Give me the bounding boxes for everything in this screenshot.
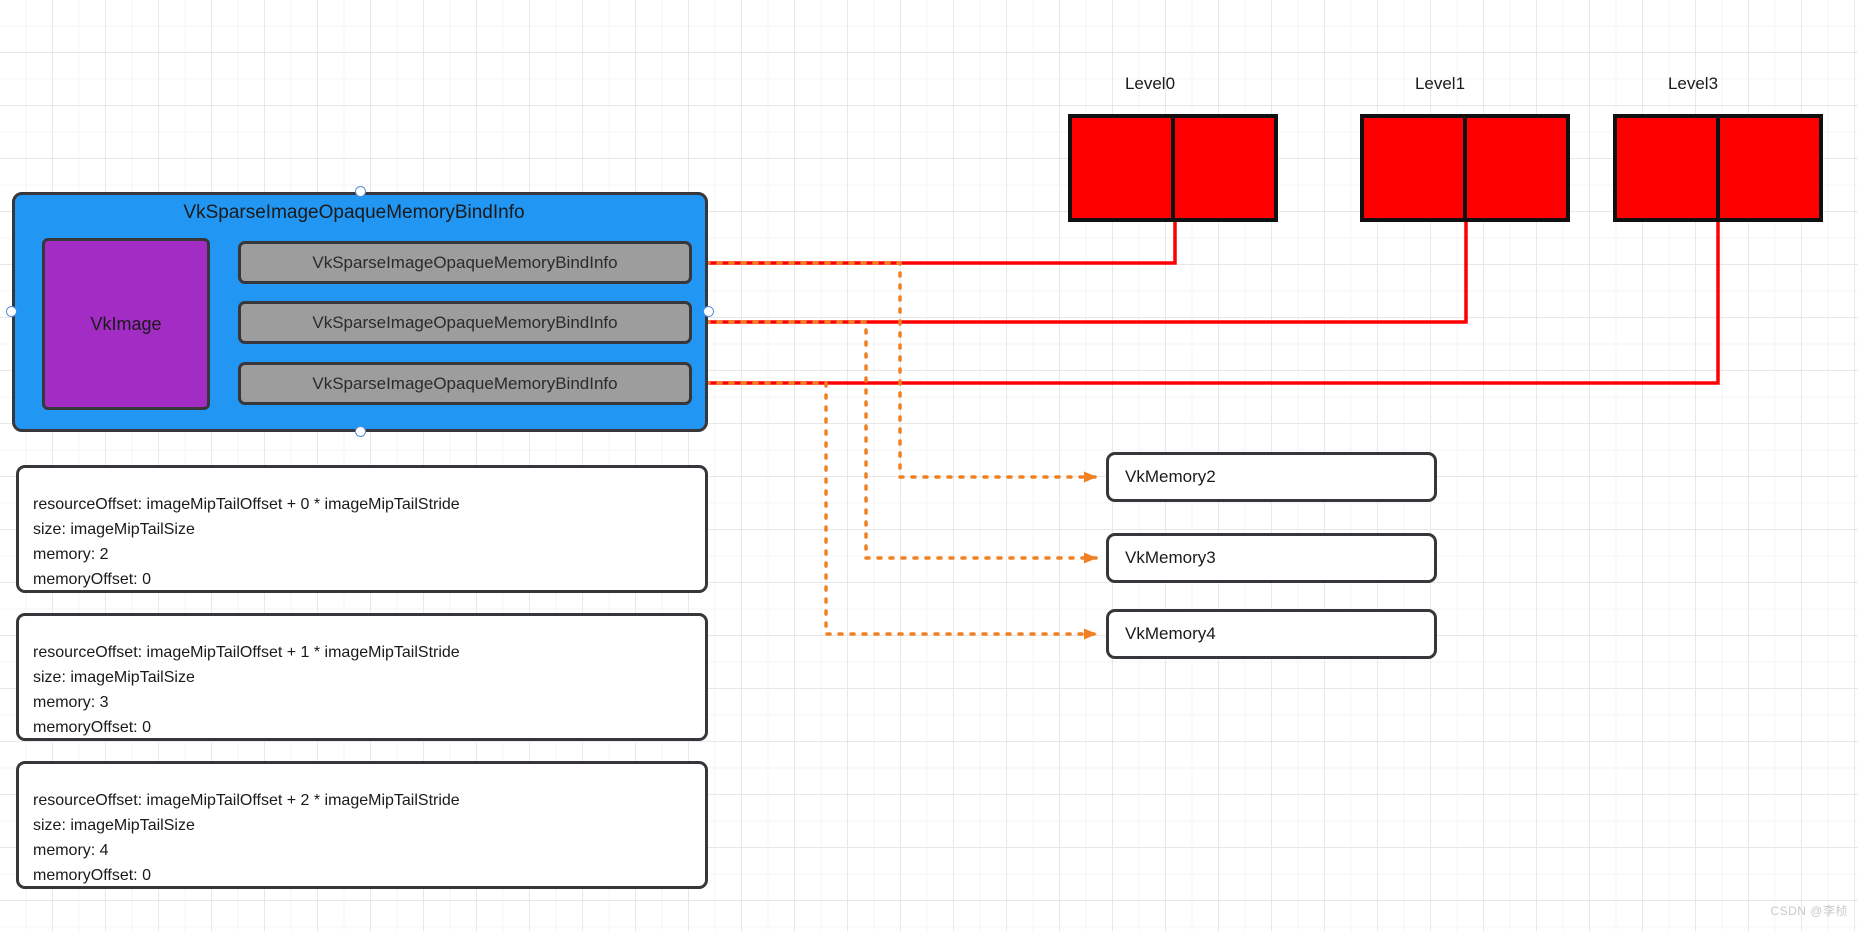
anchor-dot-bottom[interactable] (355, 426, 366, 437)
mip-half-left (1617, 118, 1717, 218)
mip-level-box-0[interactable] (1068, 114, 1278, 222)
bind-info-label: VkSparseImageOpaqueMemoryBindInfo (312, 252, 618, 272)
container-title: VkSparseImageOpaqueMemoryBindInfo (183, 202, 525, 223)
mip-level-box-3[interactable] (1613, 114, 1823, 222)
bind-info-label: VkSparseImageOpaqueMemoryBindInfo (312, 373, 618, 393)
detail-memory-offset: memoryOffset: 0 (33, 719, 151, 736)
bind-info-item-1[interactable]: VkSparseImageOpaqueMemoryBindInfo (238, 301, 692, 344)
bind-detail-card-0[interactable]: resourceOffset: imageMipTailOffset + 0 *… (16, 465, 708, 593)
detail-memory: memory: 3 (33, 694, 109, 711)
detail-memory-offset: memoryOffset: 0 (33, 571, 151, 588)
memory-node-4[interactable]: VkMemory4 (1106, 609, 1437, 659)
orange-connector-memory2 (692, 261, 1098, 483)
level-label-0: Level0 (1124, 74, 1176, 93)
mip-divider (1171, 118, 1175, 218)
orange-connectors (692, 261, 1098, 640)
anchor-dot-top[interactable] (355, 186, 366, 197)
vkimage-node[interactable]: VkImage (42, 238, 210, 410)
mip-half-right (1466, 118, 1566, 218)
mip-level-box-1[interactable] (1360, 114, 1570, 222)
bind-info-label: VkSparseImageOpaqueMemoryBindInfo (312, 312, 618, 332)
memory-node-label: VkMemory3 (1125, 548, 1216, 567)
detail-resource-offset: resourceOffset: imageMipTailOffset + 2 *… (33, 792, 460, 809)
orange-connector-memory4 (692, 381, 1098, 640)
detail-memory: memory: 2 (33, 546, 109, 563)
mip-half-right (1174, 118, 1274, 218)
bind-info-item-2[interactable]: VkSparseImageOpaqueMemoryBindInfo (238, 362, 692, 405)
mip-divider (1716, 118, 1720, 218)
memory-node-2[interactable]: VkMemory2 (1106, 452, 1437, 502)
detail-size: size: imageMipTailSize (33, 817, 195, 834)
mip-half-left (1072, 118, 1172, 218)
bind-info-item-0[interactable]: VkSparseImageOpaqueMemoryBindInfo (238, 241, 692, 284)
memory-node-3[interactable]: VkMemory3 (1106, 533, 1437, 583)
mip-half-left (1364, 118, 1464, 218)
watermark: CSDN @李桢 (1770, 904, 1848, 918)
detail-memory: memory: 4 (33, 842, 109, 859)
detail-memory-offset: memoryOffset: 0 (33, 867, 151, 884)
detail-resource-offset: resourceOffset: imageMipTailOffset + 1 *… (33, 644, 460, 661)
anchor-dot-right[interactable] (703, 306, 714, 317)
vkimage-label: VkImage (90, 313, 162, 334)
level-label-3: Level3 (1667, 74, 1719, 93)
level-label-1: Level1 (1414, 74, 1466, 93)
mip-divider (1463, 118, 1467, 218)
red-connectors (694, 190, 1720, 385)
bind-detail-card-2[interactable]: resourceOffset: imageMipTailOffset + 2 *… (16, 761, 708, 889)
mip-half-right (1719, 118, 1819, 218)
memory-node-label: VkMemory2 (1125, 467, 1216, 486)
detail-size: size: imageMipTailSize (33, 669, 195, 686)
detail-size: size: imageMipTailSize (33, 521, 195, 538)
detail-resource-offset: resourceOffset: imageMipTailOffset + 0 *… (33, 496, 460, 513)
red-connector-level3 (694, 190, 1720, 385)
orange-connector-memory3 (692, 320, 1098, 564)
memory-node-label: VkMemory4 (1125, 624, 1216, 643)
bind-detail-card-1[interactable]: resourceOffset: imageMipTailOffset + 1 *… (16, 613, 708, 741)
anchor-dot-left[interactable] (6, 306, 17, 317)
